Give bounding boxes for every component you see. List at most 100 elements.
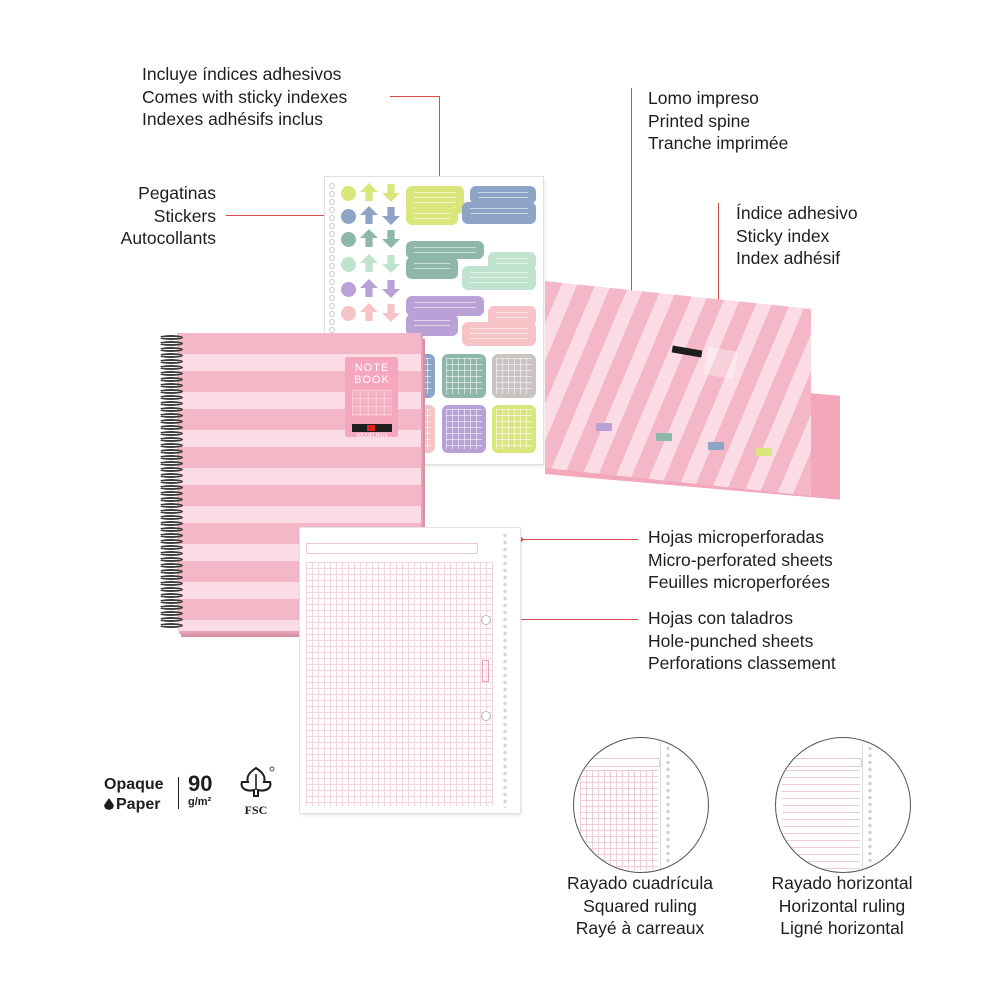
index-tab-sticker — [462, 266, 536, 290]
notebook-title-line1: NOTE — [354, 362, 390, 374]
grid-sticker — [492, 405, 536, 453]
sheet-header-box — [306, 543, 478, 554]
callout-hole-punched: Hojas con taladros Hole-punched sheets P… — [648, 607, 836, 675]
paper-weight-unit: g/m² — [188, 796, 212, 808]
opaque-line2: Paper — [116, 796, 161, 813]
sheet-binding-holes — [328, 182, 336, 462]
opaque-paper-badge: Opaque Paper — [104, 775, 164, 815]
ruling-line-en: Squared ruling — [583, 895, 697, 916]
index-tab-sticker — [470, 186, 536, 204]
paper-weight-value: 90 — [188, 771, 213, 796]
grid-sticker — [442, 354, 486, 398]
ruling-label-squared: Rayado cuadrícula Squared ruling Rayé à … — [540, 872, 740, 940]
fsc-badge: FSC — [236, 766, 276, 817]
index-tab-sticker — [488, 252, 536, 270]
opaque-line1: Opaque — [104, 776, 164, 793]
index-tab — [708, 442, 724, 450]
grid-sticker — [492, 354, 536, 398]
fsc-tree-icon — [240, 766, 275, 797]
index-tab-sticker — [406, 241, 484, 259]
sticker-circle — [341, 306, 356, 321]
callout-printed-spine: Lomo impreso Printed spine Tranche impri… — [648, 87, 788, 155]
brand-name: MIQUELRIUS — [356, 433, 388, 439]
sheet-microperforation — [500, 532, 510, 808]
index-tab-sticker — [462, 202, 536, 224]
zoom-lines — [782, 770, 860, 870]
horizontal-ruling-zoom — [775, 737, 911, 873]
callout-line-fr: Index adhésif — [736, 248, 841, 268]
callout-line-en: Micro-perforated sheets — [648, 549, 833, 570]
leader-line-hole-punched — [486, 619, 638, 621]
sheet-grid — [306, 562, 493, 806]
drop-icon — [104, 798, 114, 810]
callout-line-fr: Tranche imprimée — [648, 133, 789, 153]
fsc-label: FSC — [244, 803, 268, 817]
callout-line-fr: Indexes adhésifs inclus — [142, 109, 323, 129]
badge-separator — [178, 777, 179, 809]
punch-hole-icon — [481, 615, 491, 625]
callout-line-es: Pegatinas — [138, 183, 216, 203]
index-tab-sticker — [488, 306, 536, 326]
callout-line-en: Stickers — [153, 205, 216, 226]
callout-line-es: Hojas con taladros — [648, 608, 793, 628]
index-tab — [656, 433, 672, 441]
ruling-line-fr: Rayé à carreaux — [575, 918, 705, 938]
notebook-title: NOTE BOOK — [351, 362, 393, 386]
leader-line-microperforated — [520, 539, 638, 541]
callout-line-en: Hole-punched sheets — [648, 630, 814, 651]
callout-line-fr: Autocollants — [120, 228, 216, 248]
open-notebook-cover — [545, 281, 811, 496]
index-tab-sticker — [406, 314, 458, 336]
callout-line-en: Sticky index — [736, 225, 830, 246]
callout-line-en: Comes with sticky indexes — [142, 86, 348, 107]
squared-ruling-zoom — [573, 737, 709, 873]
open-notebook-label — [703, 346, 739, 380]
callout-sticky-indexes: Incluye índices adhesivos Comes with sti… — [142, 63, 347, 131]
paper-weight-badge: 90 g/m² — [188, 772, 212, 809]
callout-line-fr: Feuilles microperforées — [648, 572, 830, 592]
notebook-label-grid — [352, 390, 392, 416]
sticker-circle — [341, 257, 356, 272]
zoom-header-box — [782, 758, 862, 767]
callout-line-en: Printed spine — [648, 110, 751, 131]
leader-line-stickers — [226, 215, 348, 217]
index-tab — [756, 448, 772, 456]
punch-hole-icon — [481, 711, 491, 721]
callout-microperforated: Hojas microperforadas Micro-perforated s… — [648, 526, 833, 594]
ruling-line-fr: Ligné horizontal — [780, 918, 904, 938]
notebook-title-line2: BOOK — [354, 374, 390, 386]
index-tab-sticker — [406, 296, 484, 316]
sticker-circle — [341, 232, 356, 247]
ruling-line-es: Rayado cuadrícula — [567, 873, 713, 893]
sticker-circle — [341, 209, 356, 224]
callout-line-es: Hojas microperforadas — [648, 527, 825, 547]
ruling-line-en: Horizontal ruling — [778, 895, 906, 916]
callout-line-es: Índice adhesivo — [736, 203, 858, 223]
index-tab — [596, 423, 612, 431]
index-tab-sticker — [406, 207, 458, 225]
leader-dot-microperforated — [518, 537, 523, 542]
callout-line-es: Lomo impreso — [648, 88, 759, 108]
callout-line-fr: Perforations classement — [648, 653, 836, 673]
leader-line-indexes-drop — [439, 96, 441, 186]
ruling-label-horizontal: Rayado horizontal Horizontal ruling Lign… — [742, 872, 942, 940]
callout-stickers: Pegatinas Stickers Autocollants — [86, 182, 216, 250]
zoom-grid — [580, 770, 658, 870]
callout-line-es: Incluye índices adhesivos — [142, 64, 342, 84]
leader-line-spine — [631, 88, 633, 430]
grid-sticker — [442, 405, 486, 453]
index-tab-sticker — [462, 322, 536, 346]
callout-sticky-index: Índice adhesivo Sticky index Index adhés… — [736, 202, 858, 270]
zoom-perforation — [664, 738, 672, 872]
notebook-brand: MIQUELRIUS — [352, 424, 392, 439]
sticker-circle — [341, 186, 356, 201]
sticker-circle — [341, 282, 356, 297]
zoom-perforation — [866, 738, 874, 872]
sheet-marker — [482, 660, 489, 682]
zoom-header-box — [580, 758, 660, 767]
leader-line-indexes — [390, 96, 440, 98]
ruling-line-es: Rayado horizontal — [771, 873, 913, 893]
index-tab-sticker — [406, 257, 458, 279]
spiral-binding — [159, 335, 183, 629]
brand-logo-icon — [367, 424, 375, 431]
